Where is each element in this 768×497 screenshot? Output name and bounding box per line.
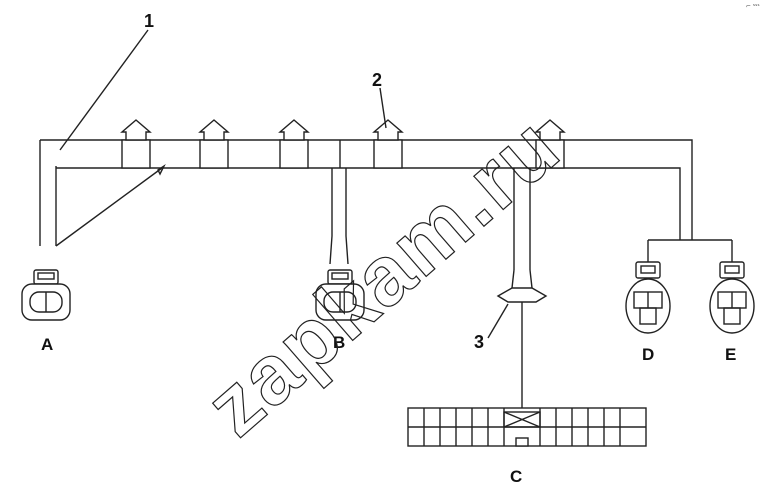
callout-2: 2: [372, 70, 382, 90]
connector-b: [315, 269, 365, 321]
connector-d: [625, 261, 671, 334]
harness-trunk: [39, 139, 693, 247]
corner-mark: ⌐ ˢˢˢ: [746, 3, 760, 10]
clip-1: [120, 119, 152, 169]
callout-2-leader: [379, 87, 387, 129]
connector-e-label: E: [725, 345, 736, 364]
connector-a-label: A: [41, 335, 53, 354]
clip-5: [534, 119, 566, 169]
branch-de: [647, 239, 733, 262]
connector-b-label: B: [333, 333, 345, 352]
clip-4: [372, 119, 404, 169]
clip-3: [278, 119, 310, 169]
connector-e: [709, 261, 755, 334]
callout-3-leader: [487, 303, 509, 339]
connector-d-label: D: [642, 345, 654, 364]
connector-c: [407, 407, 647, 447]
callout-1-leader: [59, 29, 149, 151]
callout-1: 1: [144, 11, 154, 31]
clip-2: [198, 119, 230, 169]
connector-c-label: C: [510, 467, 522, 486]
branch-b: [329, 168, 349, 265]
callout-3: 3: [474, 332, 484, 352]
connector-a: [21, 269, 71, 321]
branch-c: [496, 168, 548, 408]
